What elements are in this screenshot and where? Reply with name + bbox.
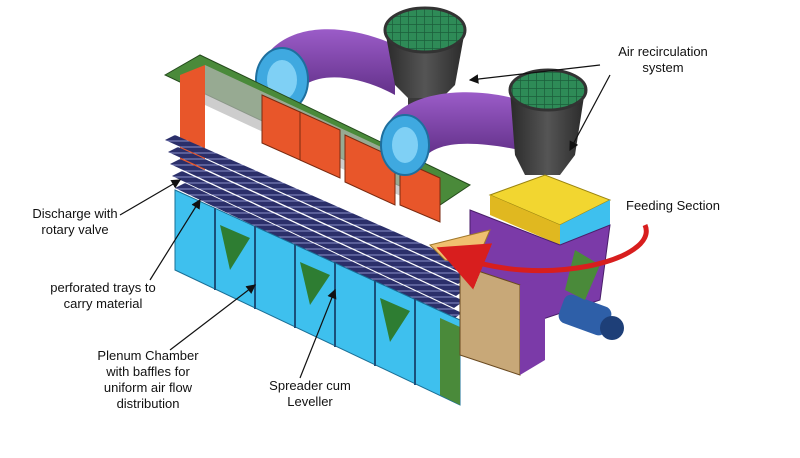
perforated-trays (165, 135, 470, 320)
feed-arrow (436, 224, 649, 290)
label-air-recirculation: Air recirculation system (618, 44, 708, 75)
plenum-chamber (174, 189, 461, 406)
grille-icon (383, 6, 467, 54)
label-spreader: Spreader cum Leveller (269, 378, 351, 409)
label-discharge: Discharge with rotary valve (32, 206, 118, 237)
fan-motor (558, 250, 624, 340)
label-feeding-section: Feeding Section (626, 198, 720, 213)
leader-lines (119, 64, 611, 379)
air-hopper-front (508, 68, 588, 175)
heat-exchanger (459, 264, 545, 376)
label-plenum-chamber: Plenum Chamber with baffles for uniform … (97, 348, 199, 411)
label-perforated-trays: perforated trays to carry material (50, 280, 156, 311)
grille-icon (508, 68, 588, 112)
recirculation-duct-front (380, 92, 520, 176)
